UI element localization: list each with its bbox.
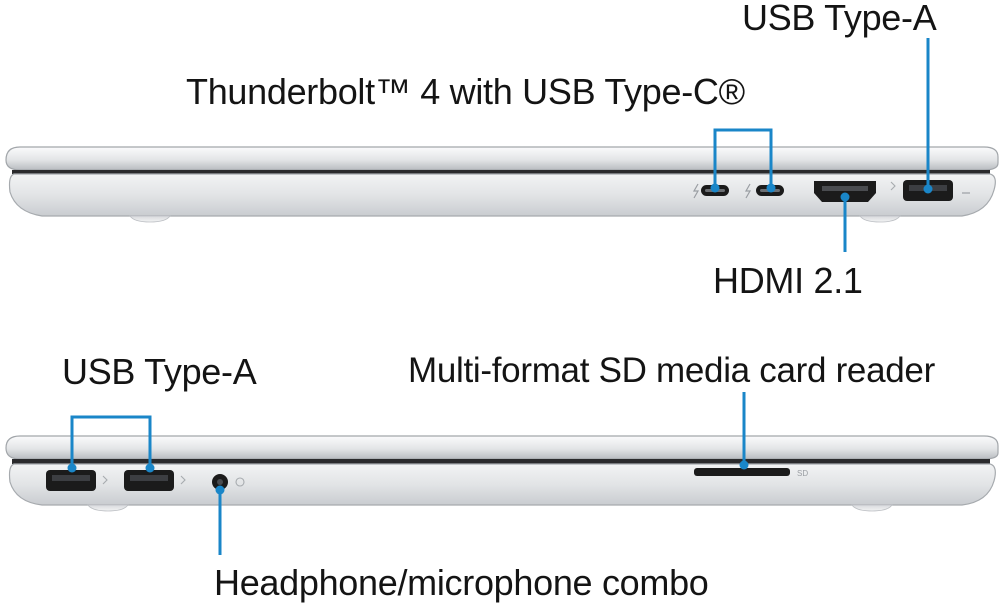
top-lid <box>5 146 999 171</box>
thunderbolt-callout-line <box>713 128 773 188</box>
label-bottom-usb-a: USB Type-A <box>62 351 257 392</box>
top-callout-dots <box>710 183 933 202</box>
label-hdmi: HDMI 2.1 <box>713 260 863 301</box>
callout-dot <box>739 460 749 470</box>
bottom-lid <box>5 435 999 460</box>
top-foot-left <box>129 215 171 223</box>
callout-dot <box>766 183 776 193</box>
callout-dot <box>710 183 720 193</box>
bottom-foot-right <box>851 504 893 512</box>
label-headphone: Headphone/microphone combo <box>214 562 709 603</box>
usb-symbol-icon <box>890 181 896 191</box>
bottom-usb-a-callout-line <box>70 415 152 468</box>
bottom-foot-left <box>87 504 129 512</box>
sd-port-marking: SD <box>797 469 808 478</box>
top-base <box>8 173 996 217</box>
top-hinge-gap <box>12 170 990 174</box>
headphone-jack-inner <box>217 479 223 485</box>
callout-dot <box>215 485 225 495</box>
bottom-hinge-gap <box>12 459 990 464</box>
bottom-callouts <box>70 392 746 555</box>
right-side-laptop <box>5 146 999 223</box>
bottom-callout-dots <box>67 460 749 495</box>
callout-dot <box>67 463 77 473</box>
callout-dot <box>145 463 155 473</box>
headset-symbol-icon <box>235 477 245 487</box>
usb-symbol-icon <box>102 475 108 485</box>
usb-a-port-tongue <box>130 475 168 481</box>
sd-card-slot <box>694 468 790 476</box>
label-sd-reader: Multi-format SD media card reader <box>408 351 935 390</box>
status-light <box>962 192 970 194</box>
top-callouts <box>713 38 930 252</box>
thunderbolt-symbol-icon <box>744 183 752 199</box>
left-side-laptop: SD <box>5 435 999 512</box>
callout-dot <box>923 184 933 194</box>
usb-symbol-icon <box>180 475 186 485</box>
usb-a-port-tongue <box>52 475 90 481</box>
top-foot-right <box>859 215 901 223</box>
label-thunderbolt: Thunderbolt™ 4 with USB Type-C® <box>186 71 745 112</box>
thunderbolt-symbol-icon <box>692 183 700 199</box>
hdmi-port-contacts <box>822 186 868 191</box>
label-top-usb-a: USB Type-A <box>742 0 937 38</box>
callout-dot <box>840 192 850 202</box>
